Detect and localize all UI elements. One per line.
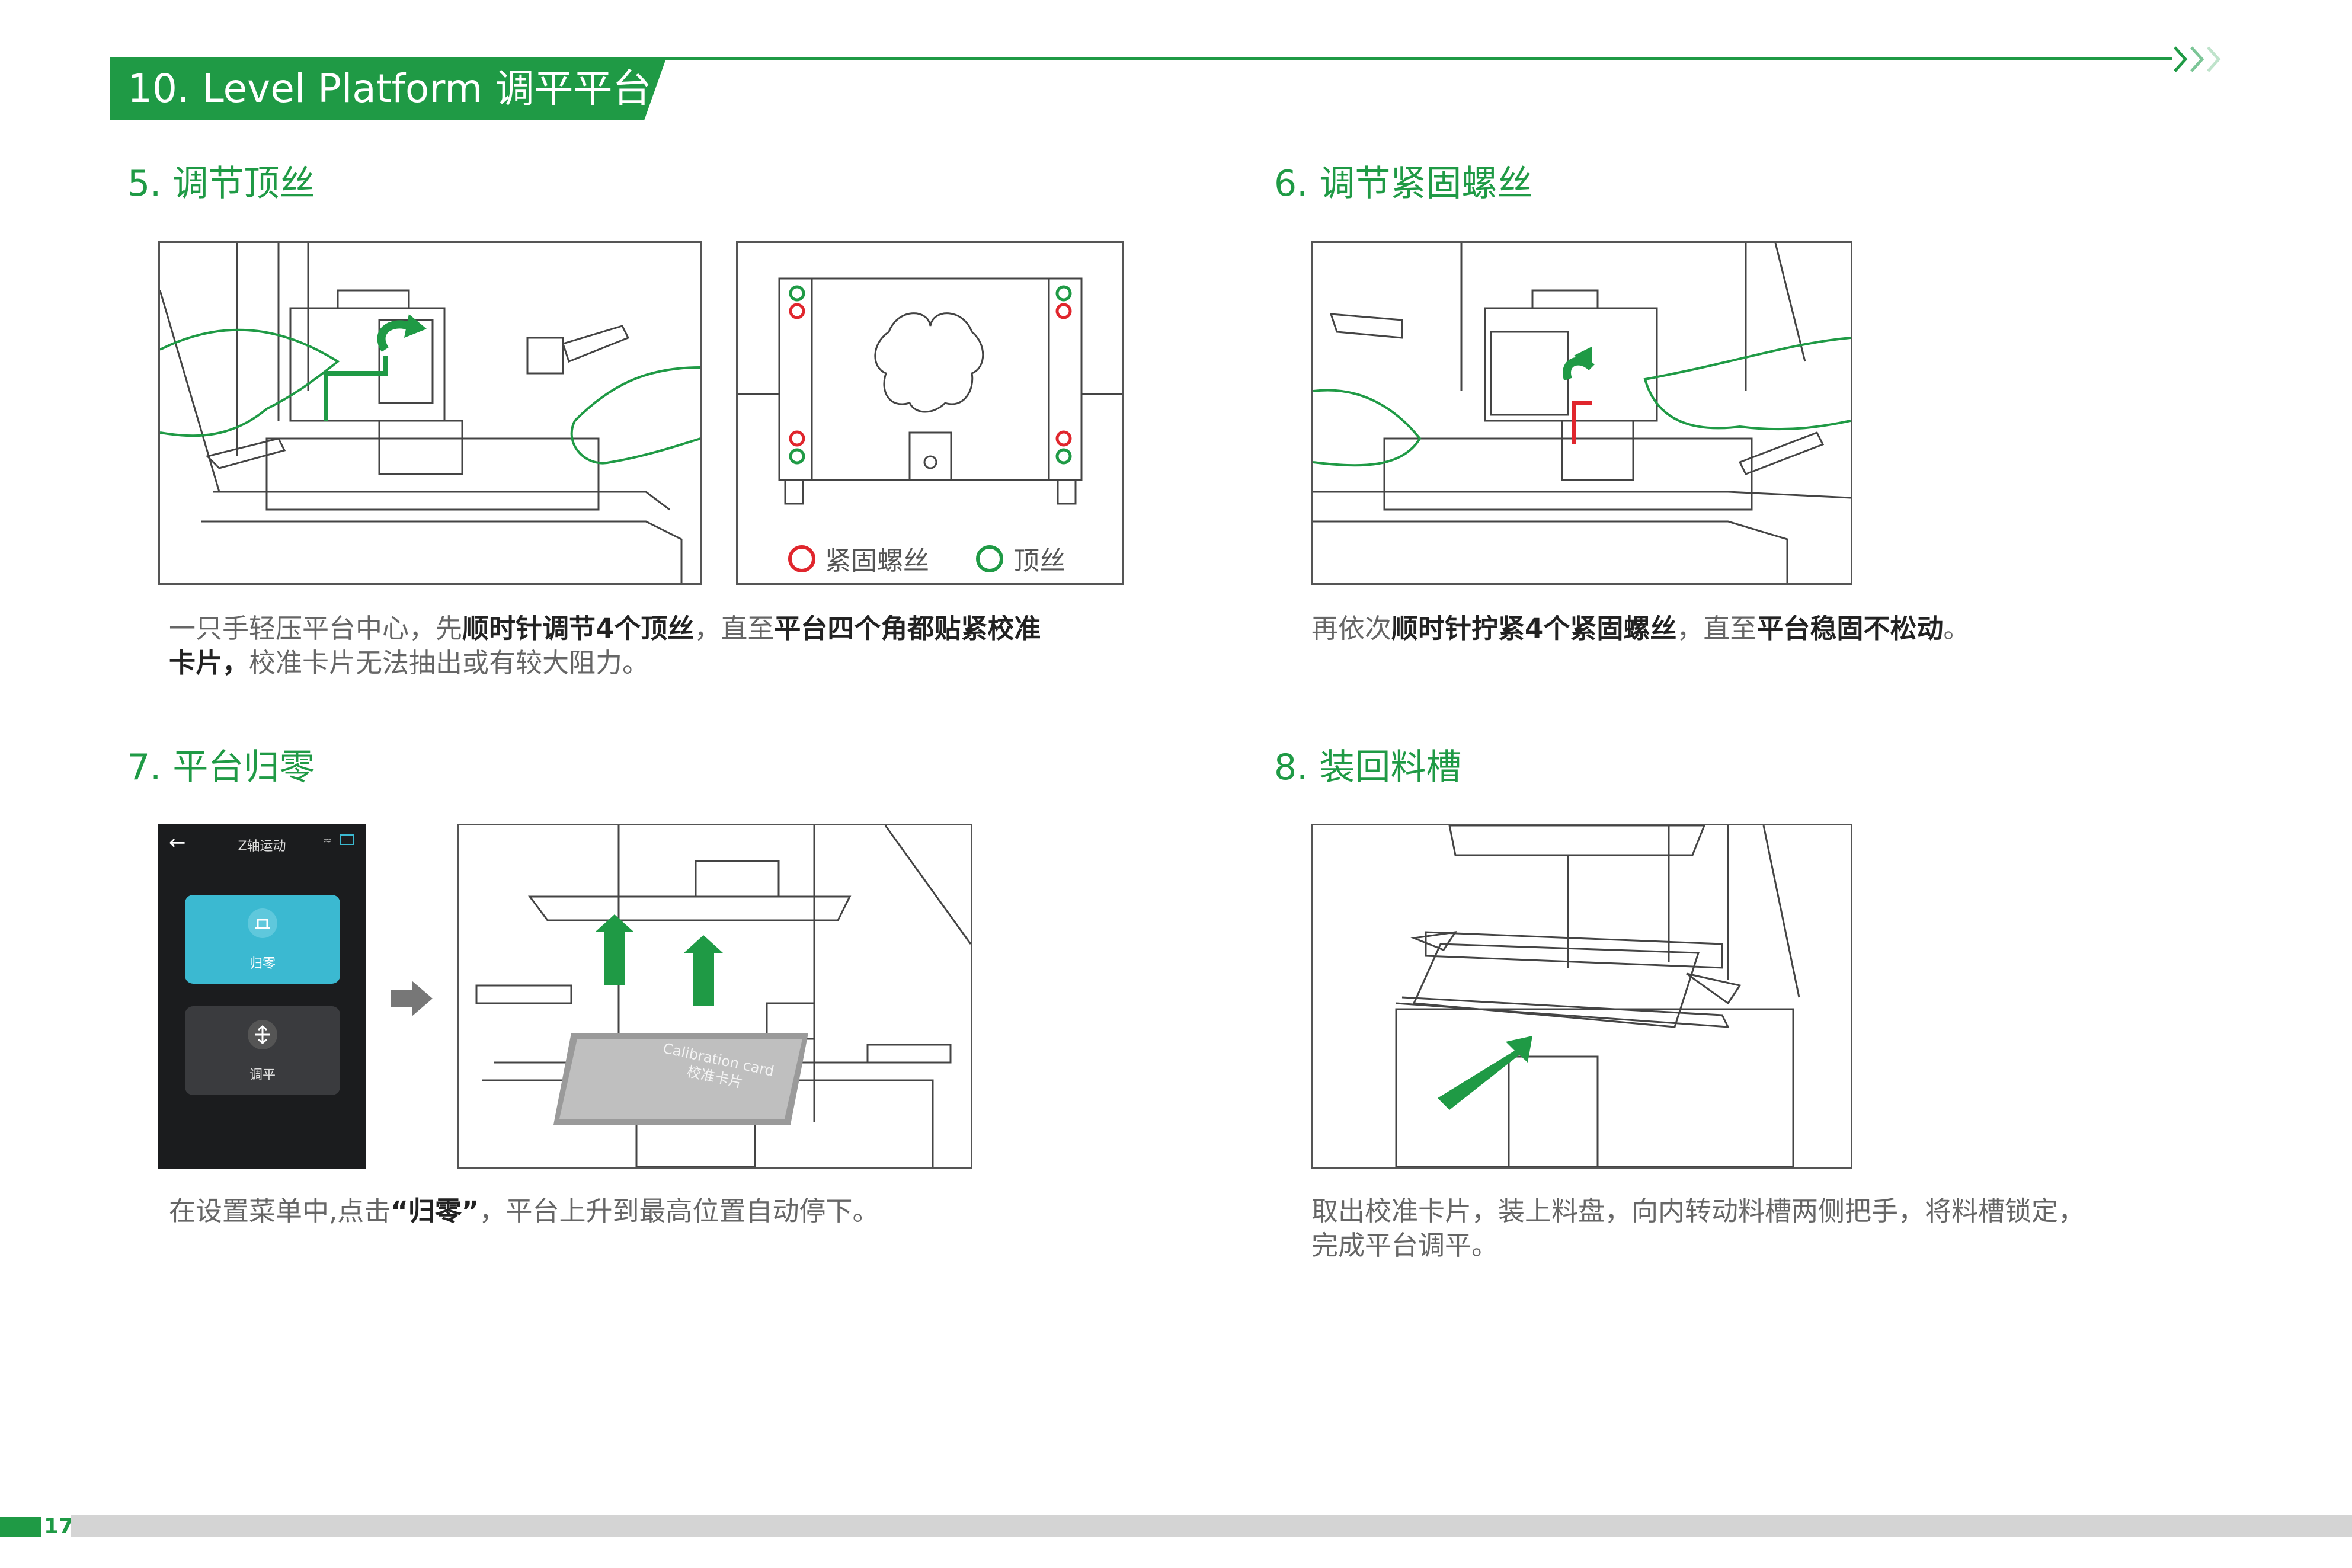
phone-title: Z轴运动 [238,839,286,854]
step7-illustration: Calibration card 校准卡片 [457,824,972,1169]
page-number: 17 [44,1514,74,1538]
step8-caption: 取出校准卡片，装上料盘，向内转动料槽两侧把手，将料槽锁定， 完成平台调平。 [1311,1195,2085,1261]
step8-title: 8. 装回料槽 [1274,747,1462,788]
legend-fastening-screw: 紧固螺丝 [825,546,929,576]
level-button[interactable]: 调平 [185,1006,340,1095]
step5-caption: 一只手轻压平台中心，先顺时针调节4个顶丝，直至平台四个角都贴紧校准卡片，校准卡片… [169,613,1041,679]
chevron-right-icon [2174,46,2221,72]
legend-top-screw: 顶丝 [1013,546,1065,576]
header-rule [110,57,2172,60]
footer-bar [71,1515,2352,1537]
phone-screen: ← Z轴运动 ≈ 归零 调平 [158,824,366,1169]
back-arrow-icon[interactable]: ← [169,831,186,855]
status-icon [340,834,354,845]
step6-title: 6. 调节紧固螺丝 [1274,163,1533,204]
step5-illustration [158,241,702,585]
section-title: 10. Level Platform 调平平台 [127,66,652,111]
header-tab [110,57,667,120]
step6-illustration [1311,241,1852,585]
home-icon [248,908,277,938]
step8-illustration [1311,824,1852,1169]
home-button-label: 归零 [249,956,276,971]
arrow-right-icon [391,981,433,1016]
step7-title: 7. 平台归零 [127,747,315,788]
legend-green-circle-icon [976,545,1003,572]
screw-layout-diagram [736,241,1124,585]
step6-caption: 再依次顺时针拧紧4个紧固螺丝，直至平台稳固不松动。 [1311,613,1970,644]
wifi-icon: ≈ [323,834,332,847]
step7-caption: 在设置菜单中,点击“归零”，平台上升到最高位置自动停下。 [169,1195,879,1227]
step5-title: 5. 调节顶丝 [127,163,315,204]
legend-red-circle-icon [788,545,815,572]
home-button[interactable]: 归零 [185,895,340,984]
level-button-label: 调平 [249,1068,276,1083]
level-icon [248,1020,277,1049]
footer-marker [0,1517,41,1537]
